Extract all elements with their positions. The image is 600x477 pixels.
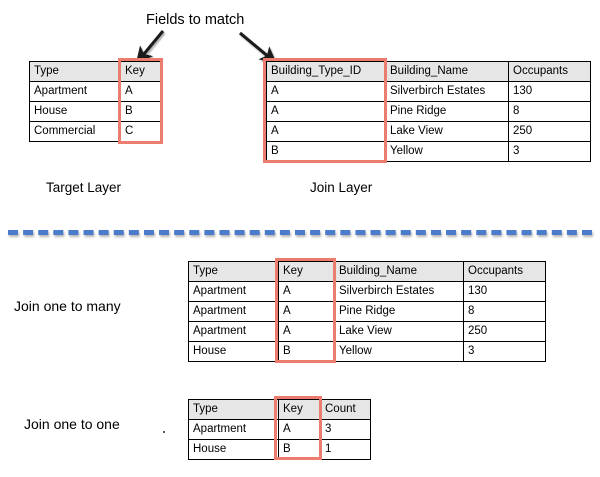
table-row: A Lake View 250 xyxy=(266,121,591,142)
column-header-building-name: Building_Name xyxy=(334,261,464,282)
table-header-row: Type Key xyxy=(29,61,161,82)
cell-building-type-id: A xyxy=(266,121,386,142)
table-row: Apartment A 3 xyxy=(188,419,371,440)
table-row: Apartment A Pine Ridge 8 xyxy=(188,301,546,322)
cell-type: Apartment xyxy=(29,81,121,102)
cell-occupants: 3 xyxy=(463,341,546,362)
target-layer-table: Type Key Apartment A House B Commercial … xyxy=(29,61,161,142)
cell-occupants: 8 xyxy=(508,101,591,122)
cell-type: House xyxy=(29,101,121,122)
cell-key: A xyxy=(278,281,335,302)
table-row: A Silverbirch Estates 130 xyxy=(266,81,591,102)
column-header-building-name: Building_Name xyxy=(385,61,509,82)
cell-occupants: 130 xyxy=(508,81,591,102)
section-divider xyxy=(8,230,592,235)
cell-building-name: Pine Ridge xyxy=(385,101,509,122)
join-layer-caption: Join Layer xyxy=(310,180,373,195)
table-row: Apartment A Silverbirch Estates 130 xyxy=(188,281,546,302)
fields-to-match-label: Fields to match xyxy=(146,12,245,28)
column-header-key: Key xyxy=(278,261,335,282)
stray-dot-artifact xyxy=(163,431,165,433)
join-one-to-many-label: Join one to many xyxy=(14,298,121,314)
cell-type: House xyxy=(188,439,279,460)
cell-type: House xyxy=(188,341,279,362)
cell-occupants: 130 xyxy=(463,281,546,302)
arrow-to-join-key-icon xyxy=(239,31,277,64)
cell-key: B xyxy=(278,439,321,460)
table-header-row: Type Key Count xyxy=(188,399,371,420)
cell-type: Apartment xyxy=(188,321,279,342)
join-one-to-many-table: Type Key Building_Name Occupants Apartme… xyxy=(188,261,546,362)
column-header-key: Key xyxy=(278,399,321,420)
cell-occupants: 250 xyxy=(508,121,591,142)
cell-building-name: Lake View xyxy=(385,121,509,142)
cell-key: A xyxy=(278,321,335,342)
cell-building-name: Silverbirch Estates xyxy=(334,281,464,302)
cell-key: B xyxy=(278,341,335,362)
table-row: A Pine Ridge 8 xyxy=(266,101,591,122)
table-row: House B xyxy=(29,101,161,122)
join-one-to-one-table: Type Key Count Apartment A 3 House B 1 xyxy=(188,399,371,460)
column-header-count: Count xyxy=(320,399,371,420)
cell-building-name: Silverbirch Estates xyxy=(385,81,509,102)
cell-building-name: Yellow xyxy=(385,141,509,162)
column-header-type: Type xyxy=(29,61,121,82)
cell-occupants: 8 xyxy=(463,301,546,322)
cell-building-name: Pine Ridge xyxy=(334,301,464,322)
cell-key: A xyxy=(120,81,161,102)
cell-occupants: 250 xyxy=(463,321,546,342)
cell-building-name: Yellow xyxy=(334,341,464,362)
cell-type: Apartment xyxy=(188,301,279,322)
cell-key: B xyxy=(120,101,161,122)
column-header-occupants: Occupants xyxy=(508,61,591,82)
join-one-to-one-label: Join one to one xyxy=(24,416,120,432)
cell-key: A xyxy=(278,301,335,322)
column-header-occupants: Occupants xyxy=(463,261,546,282)
table-header-row: Building_Type_ID Building_Name Occupants xyxy=(266,61,591,82)
target-layer-caption: Target Layer xyxy=(46,180,122,195)
table-row: Apartment A Lake View 250 xyxy=(188,321,546,342)
table-row: House B 1 xyxy=(188,439,371,460)
column-header-key: Key xyxy=(120,61,161,82)
arrow-to-target-key-icon xyxy=(135,30,165,64)
cell-type: Commercial xyxy=(29,121,121,142)
table-row: B Yellow 3 xyxy=(266,141,591,162)
column-header-type: Type xyxy=(188,261,279,282)
cell-count: 3 xyxy=(320,419,371,440)
cell-key: A xyxy=(278,419,321,440)
cell-count: 1 xyxy=(320,439,371,460)
column-header-type: Type xyxy=(188,399,279,420)
column-header-building-type-id: Building_Type_ID xyxy=(266,61,386,82)
cell-building-type-id: A xyxy=(266,81,386,102)
cell-type: Apartment xyxy=(188,419,279,440)
cell-occupants: 3 xyxy=(508,141,591,162)
cell-type: Apartment xyxy=(188,281,279,302)
table-header-row: Type Key Building_Name Occupants xyxy=(188,261,546,282)
table-row: Apartment A xyxy=(29,81,161,102)
cell-building-type-id: A xyxy=(266,101,386,122)
cell-building-name: Lake View xyxy=(334,321,464,342)
cell-key: C xyxy=(120,121,161,142)
table-row: Commercial C xyxy=(29,121,161,142)
cell-building-type-id: B xyxy=(266,141,386,162)
table-row: House B Yellow 3 xyxy=(188,341,546,362)
join-layer-table: Building_Type_ID Building_Name Occupants… xyxy=(266,61,591,162)
